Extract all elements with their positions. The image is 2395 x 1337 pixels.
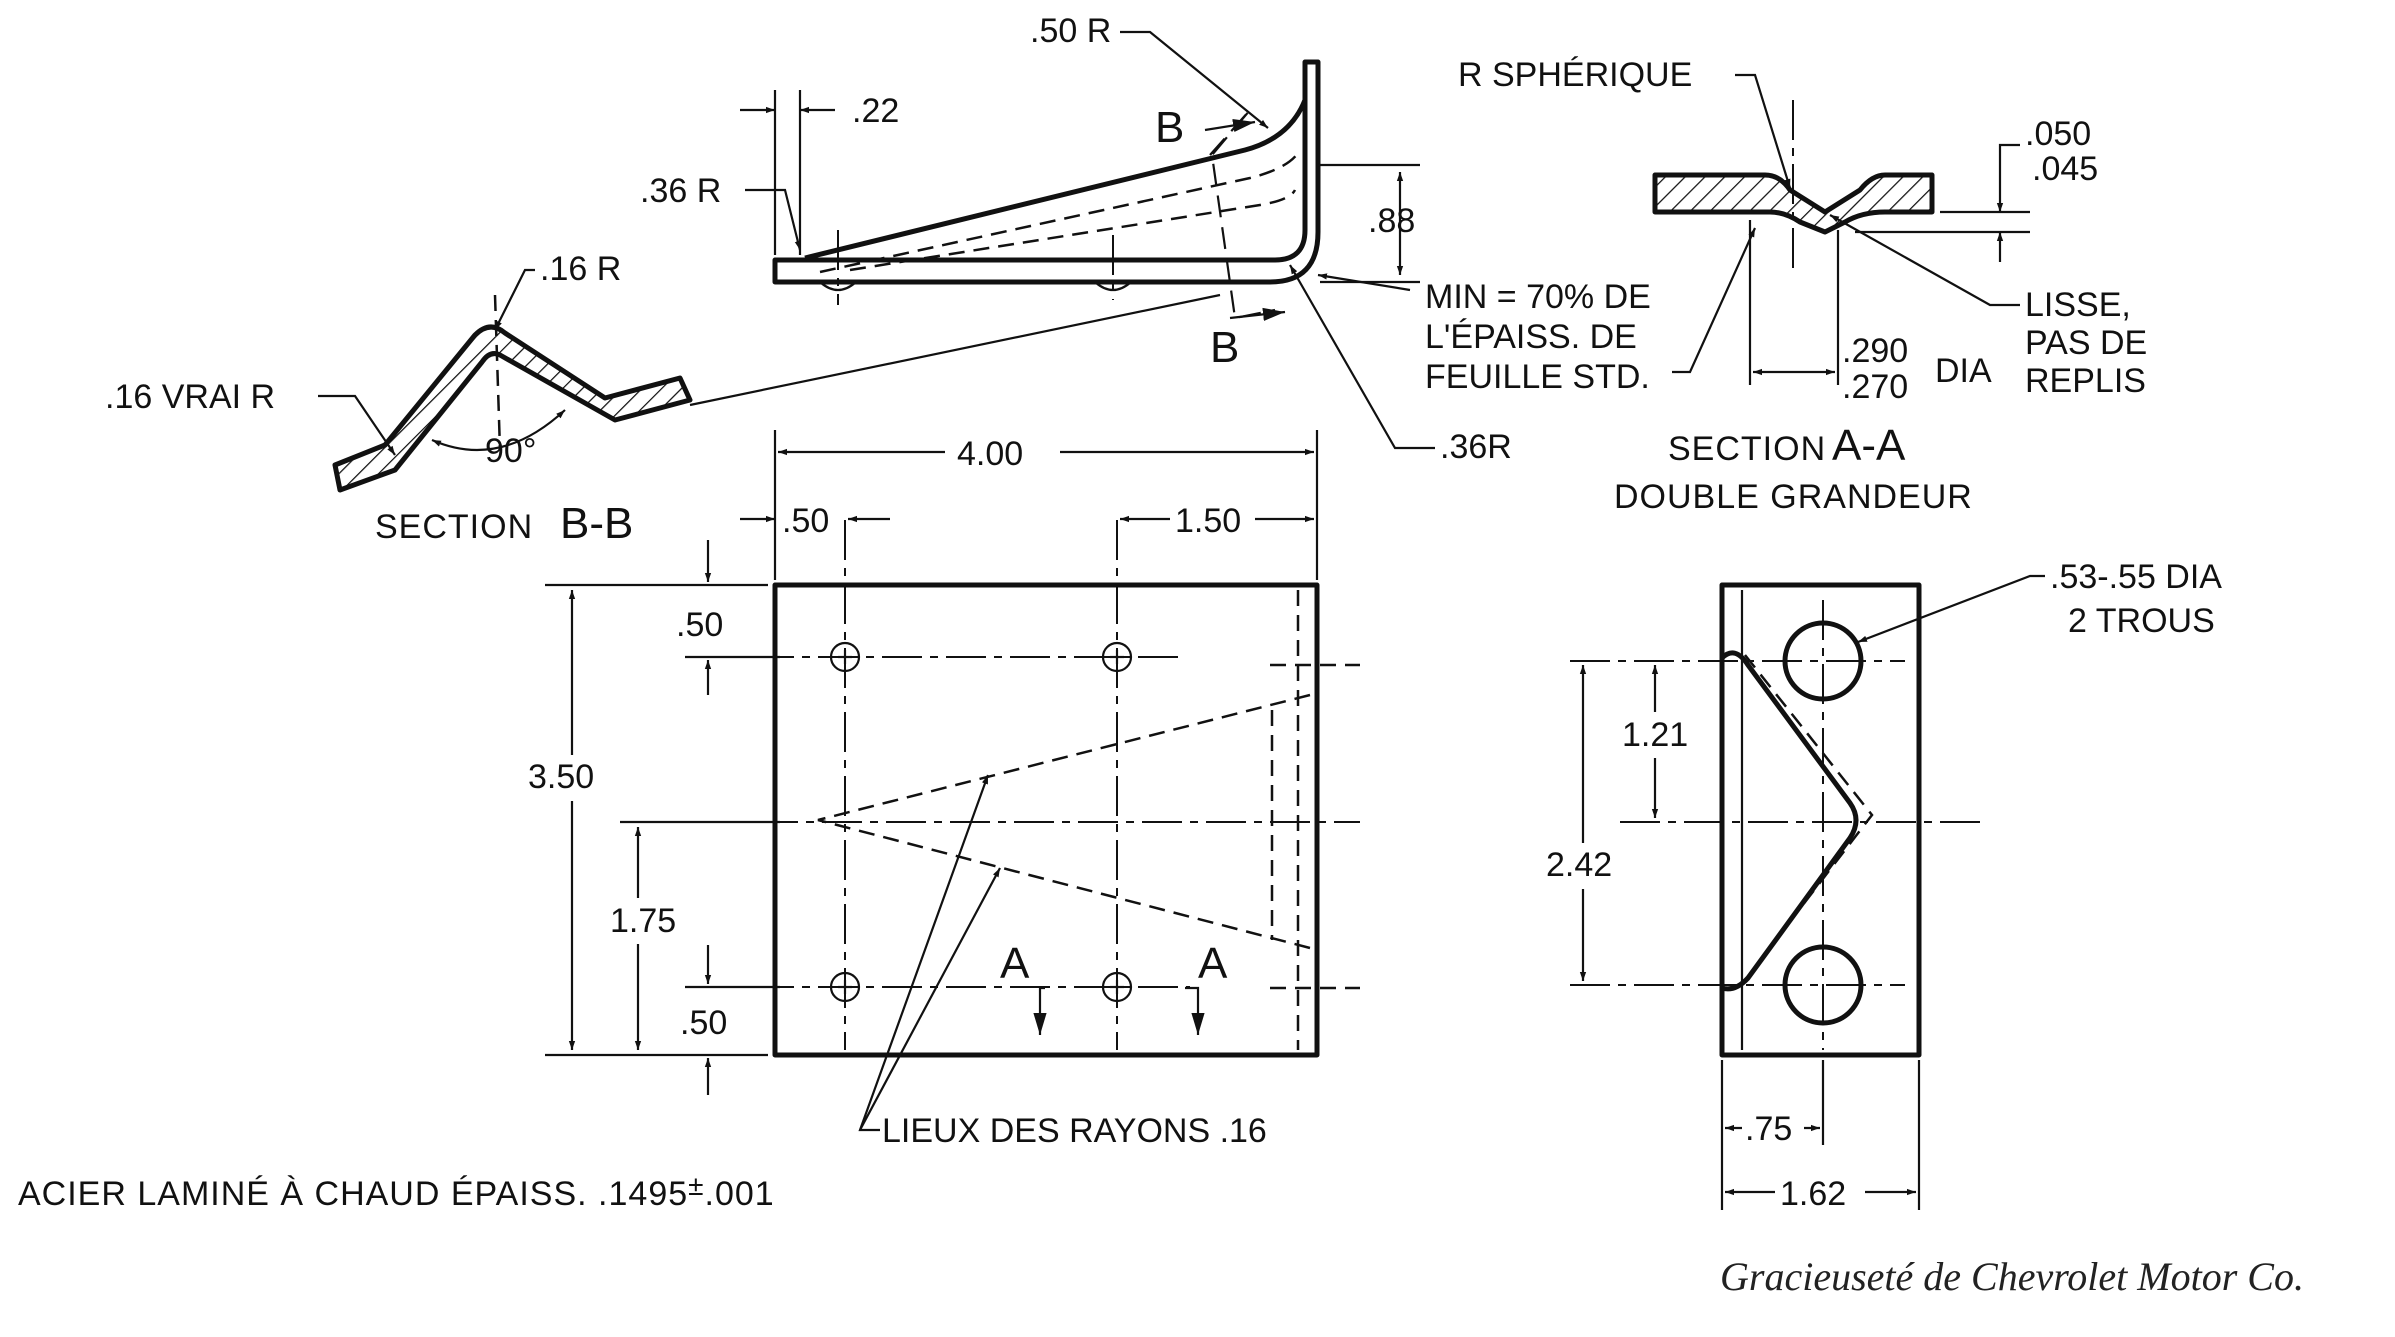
dia-max-label: .290 bbox=[1842, 332, 1908, 370]
section-a-a-title-id: A-A bbox=[1832, 421, 1906, 470]
side-hidden-inner bbox=[849, 189, 1297, 272]
dim-150-label: 1.50 bbox=[1175, 502, 1241, 540]
cutting-plane-a-letter-left: A bbox=[1000, 939, 1030, 988]
side-hole-bump-1 bbox=[819, 281, 857, 292]
smooth-note-leader bbox=[1829, 214, 2020, 307]
dim-350-gap bbox=[520, 755, 624, 801]
dia-min-label: .270 bbox=[1842, 368, 1908, 406]
section-a-a-scale: DOUBLE GRANDEUR bbox=[1614, 478, 1973, 516]
dim-121-gap bbox=[1615, 712, 1695, 758]
hole-note-leader bbox=[1857, 574, 2045, 644]
section-b-b: 90° .16 R .16 VRAI R SECTION B-B bbox=[105, 250, 1221, 548]
dim-50-bot-label: .50 bbox=[680, 1004, 727, 1042]
material-note-tol-sign: ± bbox=[688, 1170, 704, 1201]
hole-note-line1: .53-.55 DIA bbox=[2050, 558, 2222, 596]
section-a-a: R SPHÉRIQUE .050 .045 LISSE, PAS DE REPL… bbox=[1458, 56, 2147, 516]
dim-162-label: 1.62 bbox=[1780, 1175, 1846, 1213]
radius-16-leader bbox=[494, 268, 535, 331]
dim-88-label: .88 bbox=[1368, 202, 1415, 240]
dim-242-gap bbox=[1540, 843, 1630, 889]
dim-175-gap bbox=[605, 898, 680, 944]
side-gusset-edge bbox=[804, 99, 1308, 261]
dim-75-label: .75 bbox=[1745, 1110, 1792, 1148]
cutting-plane-a-letter-right: A bbox=[1198, 939, 1228, 988]
dim-400-label: 4.00 bbox=[957, 435, 1023, 473]
angle-90-label: 90° bbox=[485, 432, 536, 470]
spherical-radius-label: R SPHÉRIQUE bbox=[1458, 56, 1692, 94]
side-view: .22 .36 R .50 R .88 MIN = 70% DE L'ÉPAIS… bbox=[640, 12, 1651, 466]
cutting-plane-a-left bbox=[1033, 986, 1047, 1035]
dim-22-label: .22 bbox=[852, 92, 899, 130]
radius-16-label: .16 R bbox=[540, 250, 621, 288]
smooth-note-line1: LISSE, bbox=[2025, 286, 2131, 324]
section-b-b-angle-arc bbox=[431, 409, 566, 452]
dim-50w-label: .50 bbox=[782, 502, 829, 540]
side-hidden-gusset bbox=[819, 149, 1302, 274]
cutting-plane-b-letter-bottom: B bbox=[1210, 323, 1239, 372]
thickness-min-label: .045 bbox=[2032, 150, 2098, 188]
radius-36-top-leader bbox=[745, 188, 802, 251]
spherical-radius-leader bbox=[1735, 73, 1792, 189]
smooth-note-line2: PAS DE bbox=[2025, 324, 2147, 362]
locus-leader-1 bbox=[858, 774, 990, 1132]
radius-50-leader bbox=[1120, 30, 1269, 129]
section-b-b-title-word: SECTION bbox=[375, 508, 533, 546]
plan-gusset-hidden bbox=[817, 693, 1311, 950]
radius-36-top-label: .36 R bbox=[640, 172, 721, 210]
plan-hole-top-right bbox=[1101, 641, 1133, 673]
plan-hole-bottom-left bbox=[829, 971, 861, 1003]
cutting-plane-b-letter-top: B bbox=[1155, 103, 1184, 152]
section-b-b-profile bbox=[332, 324, 693, 493]
dim-50-top-label: .50 bbox=[676, 606, 723, 644]
radius-36-bottom-label: .36R bbox=[1440, 428, 1512, 466]
side-base-plate bbox=[772, 59, 1321, 285]
end-outline bbox=[1719, 582, 1922, 1058]
cutting-plane-a-right bbox=[1185, 986, 1205, 1035]
dim-75-gap bbox=[1742, 1108, 1804, 1148]
end-rib-profile bbox=[1720, 650, 1859, 992]
material-note: ACIER LAMINÉ À CHAUD ÉPAISS. .1495±.001 bbox=[18, 1170, 775, 1213]
locus-leader-2 bbox=[859, 867, 1001, 1131]
plan-view: 4.00 .50 1.50 3.50 1.75 .50 .50 A A bbox=[520, 430, 1360, 1150]
dim-350-label: 3.50 bbox=[528, 758, 594, 796]
min-note-line1: MIN = 70% DE bbox=[1425, 278, 1651, 316]
dim-242-label: 2.42 bbox=[1546, 846, 1612, 884]
radius-50-label: .50 R bbox=[1030, 12, 1111, 50]
plan-hole-top-left bbox=[829, 641, 861, 673]
min-note-line3: FEUILLE STD. bbox=[1425, 358, 1650, 396]
dia-suffix-label: DIA bbox=[1935, 352, 1992, 390]
material-note-main: ACIER LAMINÉ À CHAUD ÉPAISS. .1495 bbox=[18, 1175, 688, 1213]
material-note-tol: .001 bbox=[705, 1175, 775, 1213]
smooth-note-line3: REPLIS bbox=[2025, 362, 2146, 400]
section-b-b-vertical bbox=[493, 294, 502, 451]
section-a-a-title-word: SECTION bbox=[1668, 430, 1826, 468]
section-b-b-title-id: B-B bbox=[560, 499, 633, 548]
min-note-line2: L'ÉPAISS. DE bbox=[1425, 318, 1637, 356]
cutting-plane-b-arrow-top bbox=[1204, 118, 1256, 132]
thickness-max-label: .050 bbox=[2025, 115, 2091, 153]
plan-outline bbox=[772, 582, 1320, 1058]
end-view: .53-.55 DIA 2 TROUS 1.21 2.42 .75 1.62 bbox=[1540, 558, 2222, 1213]
min-note-leader bbox=[1317, 273, 1411, 292]
true-radius-leader bbox=[318, 394, 396, 456]
dim-175-label: 1.75 bbox=[610, 902, 676, 940]
plan-hole-bottom-right bbox=[1101, 971, 1133, 1003]
true-radius-label: .16 VRAI R bbox=[105, 378, 275, 416]
section-b-b-projection bbox=[689, 293, 1221, 407]
radius-36-bottom-leader bbox=[1289, 264, 1435, 450]
locus-label: LIEUX DES RAYONS .16 bbox=[882, 1112, 1267, 1150]
end-rib-hidden bbox=[1744, 654, 1874, 981]
cutting-plane-b-arrow-bottom bbox=[1229, 307, 1286, 321]
min-thickness-leader bbox=[1672, 227, 1757, 374]
hole-note-line2: 2 TROUS bbox=[2068, 602, 2215, 640]
credit-line: Gracieuseté de Chevrolet Motor Co. bbox=[1720, 1254, 2304, 1299]
dim-121-label: 1.21 bbox=[1622, 716, 1688, 754]
thickness-arrow-top bbox=[1996, 143, 2020, 212]
dim-162-gap bbox=[1775, 1172, 1865, 1212]
